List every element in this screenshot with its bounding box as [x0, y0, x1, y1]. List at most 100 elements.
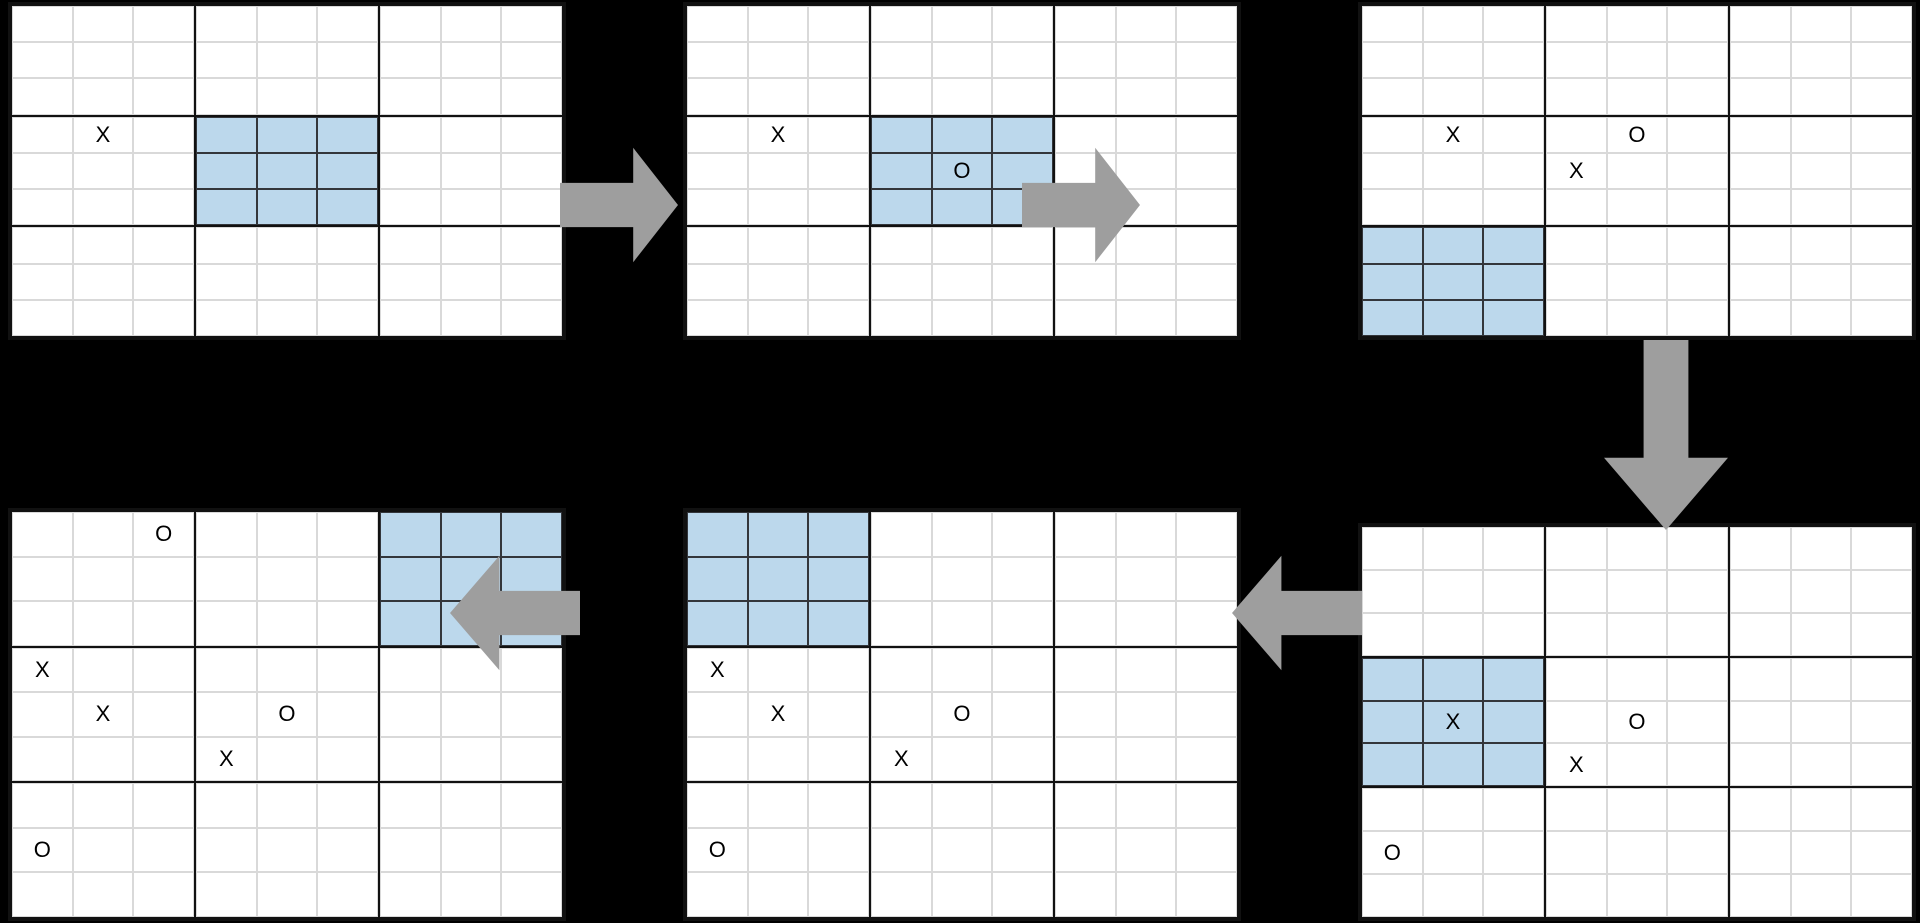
cell-r5c3-x[interactable]: X [871, 736, 932, 782]
cell-r5c7-empty[interactable] [440, 189, 502, 226]
cell-r0c5-empty[interactable] [317, 512, 378, 557]
cell-r8c5-empty[interactable] [1667, 874, 1728, 917]
cell-r7c7-empty[interactable] [1790, 263, 1852, 300]
cell-r6c3-empty[interactable] [196, 227, 257, 264]
cell-r1c2-empty[interactable] [133, 556, 194, 602]
cell-r8c2-empty[interactable] [1483, 299, 1544, 336]
cell-r4c5-empty[interactable] [317, 152, 378, 190]
cell-r0c2-empty[interactable] [808, 512, 869, 557]
cell-r8c1-empty[interactable] [1422, 874, 1484, 917]
cell-r5c8-empty[interactable] [501, 189, 562, 226]
cell-r5c1-empty[interactable] [72, 736, 134, 782]
tictactoe-board-step-1[interactable]: X [8, 2, 566, 340]
subboard-r0c1[interactable] [1545, 5, 1729, 116]
cell-r4c2-empty[interactable] [133, 692, 194, 737]
cell-r7c3-empty[interactable] [196, 827, 257, 873]
cell-r8c0-empty[interactable] [12, 299, 73, 336]
cell-r7c6-empty[interactable] [1055, 827, 1116, 873]
cell-r3c1-empty[interactable] [747, 647, 809, 693]
cell-r6c6-empty[interactable] [1730, 227, 1791, 264]
cell-r6c4-empty[interactable] [1606, 788, 1668, 832]
cell-r3c4-empty[interactable] [256, 647, 318, 693]
cell-r8c3-empty[interactable] [871, 872, 932, 917]
cell-r6c2-empty[interactable] [1483, 227, 1544, 264]
cell-r8c0-empty[interactable] [687, 299, 748, 336]
subboard-r2c1[interactable] [195, 226, 379, 337]
cell-r2c0-empty[interactable] [12, 601, 73, 646]
cell-r1c2-empty[interactable] [808, 42, 869, 79]
cell-r5c0-empty[interactable] [12, 736, 73, 782]
cell-r8c7-empty[interactable] [1115, 299, 1177, 336]
cell-r0c0-empty[interactable] [12, 512, 73, 557]
cell-r5c3-empty[interactable] [871, 189, 932, 226]
cell-r4c8-empty[interactable] [1851, 152, 1912, 190]
cell-r8c1-empty[interactable] [747, 299, 809, 336]
cell-r2c4-empty[interactable] [931, 601, 993, 646]
cell-r3c2-empty[interactable] [1483, 116, 1544, 153]
cell-r1c0-empty[interactable] [687, 556, 748, 602]
cell-r8c6-empty[interactable] [1055, 872, 1116, 917]
subboard-r1c0[interactable]: X [1361, 115, 1545, 227]
subboard-r2c2[interactable] [1054, 226, 1238, 337]
cell-r0c5-empty[interactable] [992, 512, 1053, 557]
cell-r4c2-empty[interactable] [1483, 700, 1544, 744]
cell-r2c8-empty[interactable] [1851, 78, 1912, 115]
cell-r3c0-x[interactable]: X [687, 647, 748, 693]
cell-r5c8-empty[interactable] [1851, 743, 1912, 787]
cell-r4c1-empty[interactable] [747, 152, 809, 190]
cell-r0c2-empty[interactable] [1483, 6, 1544, 43]
subboard-r1c0[interactable]: X [686, 115, 870, 227]
cell-r1c7-empty[interactable] [440, 42, 502, 79]
cell-r7c8-empty[interactable] [501, 263, 562, 300]
cell-r1c0-empty[interactable] [12, 556, 73, 602]
cell-r0c5-empty[interactable] [992, 6, 1053, 43]
cell-r4c4-empty[interactable] [256, 152, 318, 190]
cell-r6c8-empty[interactable] [1851, 227, 1912, 264]
cell-r5c6-empty[interactable] [1730, 189, 1791, 226]
subboard-r0c0[interactable] [1361, 526, 1545, 657]
cell-r8c5-empty[interactable] [317, 872, 378, 917]
cell-r7c3-empty[interactable] [871, 827, 932, 873]
subboard-r2c0[interactable]: O [686, 782, 870, 918]
cell-r1c5-empty[interactable] [317, 42, 378, 79]
cell-r4c4-empty[interactable] [1606, 152, 1668, 190]
cell-r3c7-empty[interactable] [440, 116, 502, 153]
cell-r8c8-empty[interactable] [1851, 874, 1912, 917]
cell-r8c7-empty[interactable] [1790, 874, 1852, 917]
cell-r8c8-empty[interactable] [1176, 299, 1237, 336]
subboard-r1c2[interactable] [379, 646, 563, 783]
cell-r1c4-empty[interactable] [1606, 42, 1668, 79]
cell-r2c5-empty[interactable] [317, 78, 378, 115]
subboard-r0c1[interactable] [195, 511, 379, 647]
cell-r6c3-empty[interactable] [1546, 227, 1607, 264]
cell-r4c5-empty[interactable] [1667, 700, 1728, 744]
cell-r1c7-empty[interactable] [1790, 569, 1852, 613]
cell-r0c4-empty[interactable] [1606, 527, 1668, 570]
cell-r6c3-empty[interactable] [871, 783, 932, 828]
cell-r7c6-empty[interactable] [380, 263, 441, 300]
cell-r8c5-empty[interactable] [992, 872, 1053, 917]
cell-r0c1-empty[interactable] [1422, 6, 1484, 43]
cell-r5c5-empty[interactable] [317, 189, 378, 226]
cell-r5c5-empty[interactable] [1667, 743, 1728, 787]
subboard-r1c2[interactable] [1729, 115, 1913, 227]
cell-r6c0-empty[interactable] [1362, 788, 1423, 832]
cell-r6c5-empty[interactable] [1667, 227, 1728, 264]
subboard-r0c2[interactable] [1054, 5, 1238, 116]
cell-r2c0-empty[interactable] [687, 601, 748, 646]
cell-r2c6-empty[interactable] [1730, 78, 1791, 115]
cell-r7c6-empty[interactable] [380, 827, 441, 873]
cell-r5c1-empty[interactable] [747, 736, 809, 782]
cell-r7c8-empty[interactable] [1176, 263, 1237, 300]
cell-r4c7-empty[interactable] [1115, 692, 1177, 737]
subboard-r1c2[interactable] [379, 115, 563, 227]
cell-r3c2-empty[interactable] [808, 647, 869, 693]
cell-r2c4-empty[interactable] [1606, 612, 1668, 656]
cell-r4c8-empty[interactable] [501, 152, 562, 190]
cell-r6c0-empty[interactable] [12, 783, 73, 828]
cell-r3c8-empty[interactable] [1176, 116, 1237, 153]
cell-r6c2-empty[interactable] [133, 227, 194, 264]
cell-r0c6-empty[interactable] [1055, 512, 1116, 557]
